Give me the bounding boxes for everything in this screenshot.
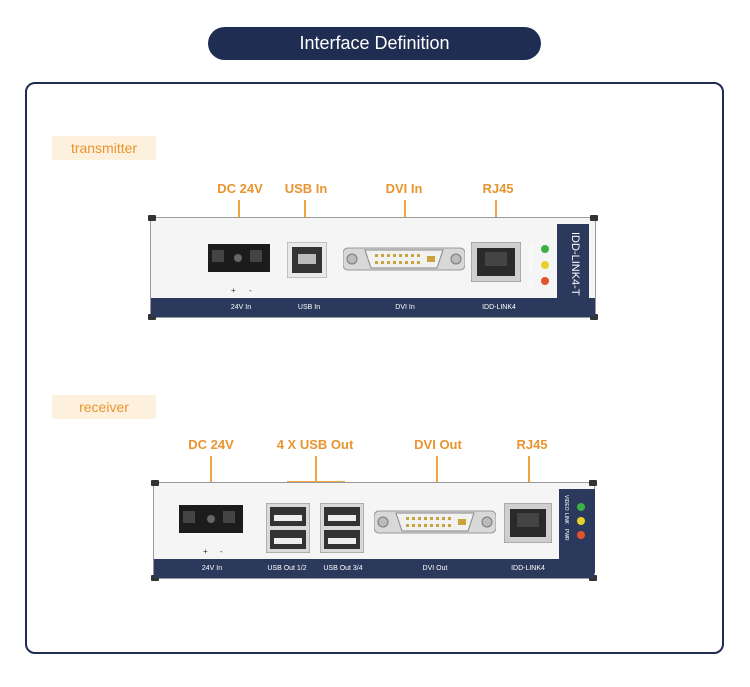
- transmitter-label-bar: 24V In USB In DVI In IDD-LINK4: [151, 298, 595, 317]
- receiver-device: 24V In USB Out 1/2 USB Out 3/4 DVI Out I…: [151, 480, 597, 581]
- pwr-led-indicator: [541, 277, 549, 285]
- dvi-port-icon: [343, 247, 465, 271]
- transmitter-usb-callout: USB In: [284, 181, 328, 196]
- receiver-power-label: 24V In: [201, 565, 223, 572]
- transmitter-rj45-callout: RJ45: [482, 181, 514, 196]
- content-frame: [25, 82, 724, 654]
- transmitter-rj45-label: IDD-LINK4: [482, 304, 516, 311]
- transmitter-dc-callout: DC 24V: [217, 181, 263, 196]
- receiver-dc-leader: [210, 456, 212, 502]
- led-label-pwr: PWR: [527, 278, 533, 290]
- led-label-link: LINK: [527, 262, 533, 274]
- receiver-rj45-callout: RJ45: [516, 437, 548, 452]
- led-label-video: VIDEO: [563, 495, 569, 511]
- transmitter-usb-label: USB In: [297, 304, 321, 311]
- rj45-port-icon: [471, 242, 521, 282]
- receiver-rj45-leader: [528, 456, 530, 502]
- transmitter-dvi-label: DVI In: [395, 304, 415, 311]
- transmitter-power-label: 24V In: [230, 304, 252, 311]
- receiver-tag: receiver: [52, 395, 156, 419]
- power-connector-icon: [208, 244, 270, 272]
- receiver-usb-callout: 4 X USB Out: [276, 437, 354, 452]
- receiver-usb-leader: [315, 456, 317, 482]
- polarity-plus: +: [231, 286, 236, 295]
- receiver-dc-callout: DC 24V: [188, 437, 234, 452]
- led-panel: VIDEO LINK PWR: [559, 489, 595, 573]
- dvi-port-icon: [374, 510, 496, 534]
- polarity-minus: -: [249, 286, 252, 295]
- receiver-dvi-label: DVI Out: [422, 565, 448, 572]
- usb-a-port-3-4-icon: [320, 503, 364, 553]
- usb-a-port-1-2-icon: [266, 503, 310, 553]
- foot: [589, 480, 597, 486]
- foot: [590, 215, 598, 221]
- polarity-minus: -: [220, 547, 223, 556]
- model-name: IDD-LINK4-T: [569, 232, 581, 296]
- foot: [590, 314, 598, 320]
- pwr-led-indicator: [577, 531, 585, 539]
- led-label-pwr: PWR: [563, 529, 569, 541]
- model-panel: IDD-LINK4-T: [557, 224, 589, 310]
- receiver-dvi-leader: [436, 456, 438, 502]
- transmitter-tag: transmitter: [52, 136, 156, 160]
- led-label-link: LINK: [563, 513, 569, 525]
- video-led-indicator: [577, 503, 585, 511]
- foot: [148, 314, 156, 320]
- transmitter-device: 24V In USB In DVI In IDD-LINK4 + -: [148, 215, 598, 320]
- polarity-plus: +: [203, 547, 208, 556]
- led-label-video: VIDEO: [527, 244, 533, 260]
- receiver-label-bar: 24V In USB Out 1/2 USB Out 3/4 DVI Out I…: [154, 559, 594, 578]
- transmitter-dvi-callout: DVI In: [385, 181, 423, 196]
- rj45-port-icon: [504, 503, 552, 543]
- receiver-usb2-label: USB Out 3/4: [323, 565, 363, 572]
- video-led-indicator: [541, 245, 549, 253]
- receiver-rj45-label: IDD-LINK4: [511, 565, 545, 572]
- foot: [589, 575, 597, 581]
- power-connector-icon: [179, 505, 243, 533]
- link-led-indicator: [577, 517, 585, 525]
- foot: [148, 215, 156, 221]
- receiver-dvi-callout: DVI Out: [414, 437, 462, 452]
- link-led-indicator: [541, 261, 549, 269]
- foot: [151, 480, 159, 486]
- page-title: Interface Definition: [208, 27, 541, 60]
- foot: [151, 575, 159, 581]
- receiver-usb1-label: USB Out 1/2: [267, 565, 307, 572]
- usb-b-port-icon: [287, 242, 327, 278]
